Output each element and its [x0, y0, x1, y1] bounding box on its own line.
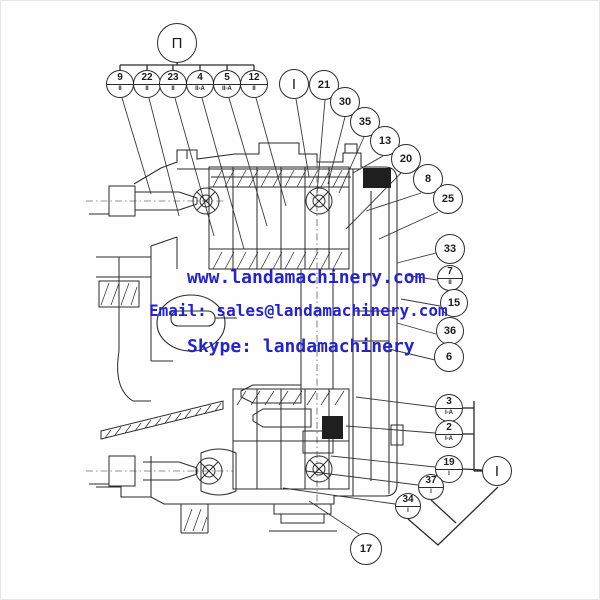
input-shaft-top	[86, 185, 226, 217]
nameplate-boss	[156, 294, 237, 352]
watermark-skype: Skype: landamachinery	[187, 336, 415, 357]
part-balloon-I-top: I	[279, 69, 309, 99]
part-number: 6	[445, 350, 453, 363]
part-number: 20	[399, 152, 413, 165]
part-number: 9	[117, 72, 123, 83]
watermark-email: Email: sales@landamachinery.com	[149, 301, 448, 320]
part-balloon-6: 6	[434, 342, 464, 372]
part-number: Π	[171, 34, 183, 52]
part-section-label: I	[419, 487, 443, 499]
part-section-label: II-A	[214, 84, 240, 97]
part-section-label: II	[134, 84, 160, 97]
part-section-label: II	[107, 84, 133, 97]
part-section-label: I-A	[436, 434, 462, 447]
watermark-url: www.landamachinery.com	[187, 267, 426, 288]
part-section-label: I	[396, 506, 420, 518]
center-shaft-column	[240, 161, 334, 506]
part-number: 8	[424, 172, 432, 185]
part-number: I	[291, 75, 297, 93]
part-number: 33	[443, 242, 457, 255]
part-section-label: II	[241, 84, 267, 97]
part-number: 22	[141, 72, 153, 83]
part-section-label: I-A	[436, 408, 462, 421]
part-balloon-36: 36	[436, 317, 464, 345]
part-number: 12	[248, 72, 260, 83]
part-number: 4	[197, 72, 203, 83]
part-balloon-15: 15	[440, 289, 468, 317]
swash-plate-strip	[100, 400, 224, 440]
left-casting	[96, 236, 178, 402]
part-number: 37	[425, 475, 437, 486]
part-number: 21	[317, 78, 331, 91]
part-number: 15	[447, 296, 461, 309]
part-balloon-group-II: Π	[157, 23, 197, 63]
part-balloon-17: 17	[350, 533, 382, 565]
part-section-label: II-A	[187, 84, 213, 97]
part-number: 35	[358, 115, 372, 128]
part-number: 3	[446, 396, 452, 407]
part-number: 5	[224, 72, 230, 83]
part-number: 19	[443, 457, 455, 468]
part-number: 23	[167, 72, 179, 83]
part-balloon-I-right: I	[482, 456, 512, 486]
part-number: 7	[447, 266, 453, 277]
input-shaft-bottom	[86, 448, 237, 496]
part-number: 13	[378, 134, 392, 147]
part-number: 30	[338, 95, 352, 108]
part-section-label: II	[438, 278, 462, 290]
part-number: 17	[359, 542, 373, 555]
part-number: I	[494, 462, 500, 480]
part-number: 34	[402, 494, 414, 505]
part-balloon-13: 13	[370, 126, 400, 156]
side-port	[390, 424, 404, 446]
housing-outline	[96, 142, 398, 505]
part-section-label: II	[160, 84, 186, 97]
gear-block-lower	[232, 388, 350, 490]
part-balloon-33: 33	[435, 234, 465, 264]
part-number: 25	[441, 192, 455, 205]
part-balloon-25: 25	[433, 184, 463, 214]
part-number: 2	[446, 422, 452, 433]
gear-block-upper	[208, 166, 350, 270]
valve-block	[322, 168, 391, 439]
bearing-bottom-right	[305, 455, 333, 483]
bearing-top-right	[305, 187, 333, 215]
part-section-label: I	[436, 469, 462, 482]
base-foot	[180, 503, 337, 534]
balloon-connectors	[119, 63, 499, 546]
part-number: 36	[443, 324, 457, 337]
